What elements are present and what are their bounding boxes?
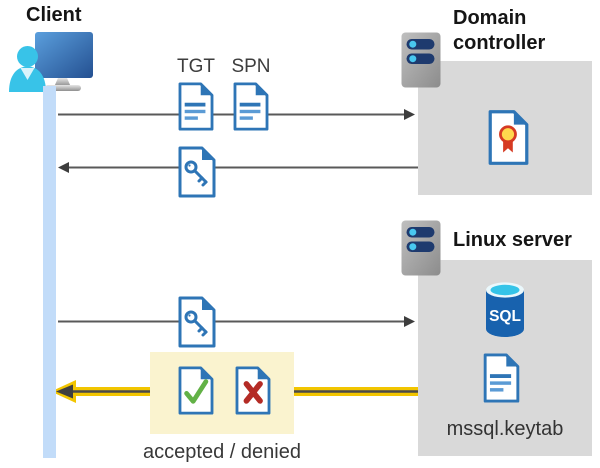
sql-badge-text: SQL xyxy=(489,308,521,325)
tgt-label: TGT xyxy=(177,56,215,77)
linux-server-server-icon xyxy=(401,220,441,276)
client-label: Client xyxy=(26,4,82,26)
arrow-client-to-linux xyxy=(58,316,415,327)
certificate-document-icon xyxy=(487,109,530,166)
keytab-document-icon xyxy=(482,353,521,403)
spn-document-icon xyxy=(232,82,270,131)
sql-database-icon: SQL xyxy=(486,282,524,337)
key-document-icon xyxy=(177,146,217,198)
result-highlight-box xyxy=(150,352,294,434)
domain-controller-server-icon xyxy=(401,32,441,88)
client-user-computer-icon xyxy=(9,32,93,92)
denied-document-icon xyxy=(234,366,272,415)
tgt-document-icon xyxy=(177,82,215,131)
keytab-label: mssql.keytab xyxy=(446,418,564,440)
domain-controller-title: Domain controller xyxy=(453,7,546,54)
client-timeline xyxy=(43,86,56,458)
arrow-dc-to-client xyxy=(58,162,418,173)
spn-label: SPN xyxy=(231,56,271,77)
result-label: accepted / denied xyxy=(143,441,301,463)
accepted-document-icon xyxy=(177,366,215,415)
key-document-icon-2 xyxy=(177,296,217,348)
linux-server-title: Linux server xyxy=(453,229,572,251)
